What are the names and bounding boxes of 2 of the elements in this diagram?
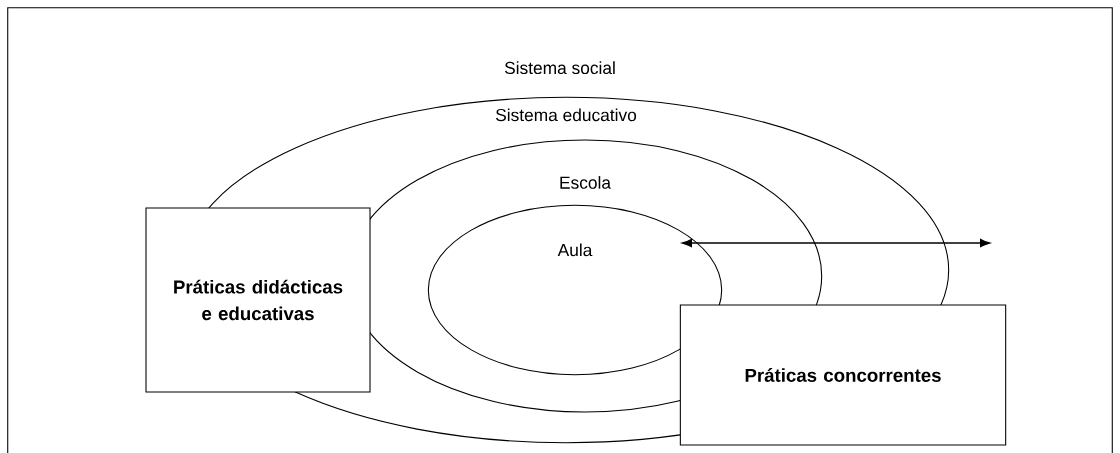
text-box: Práticas didácticas e educativas bbox=[145, 207, 371, 393]
text-box: Práticas concorrentes bbox=[679, 304, 1007, 446]
